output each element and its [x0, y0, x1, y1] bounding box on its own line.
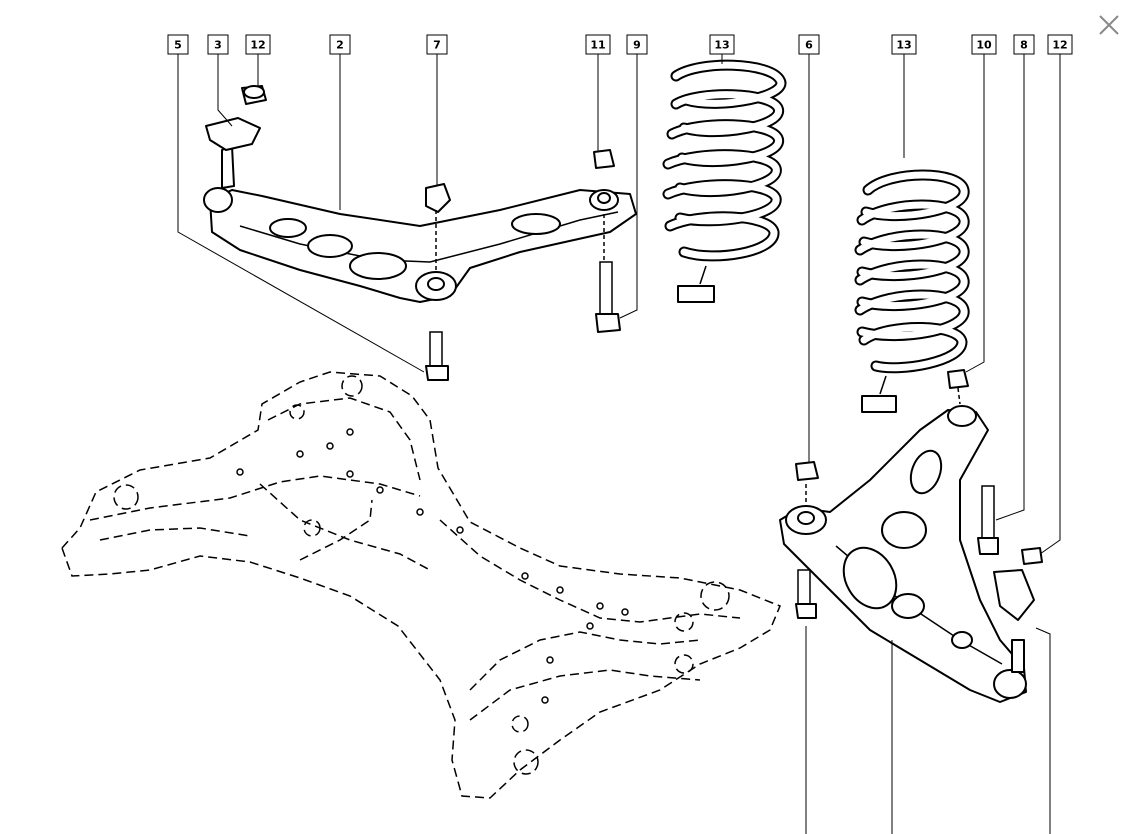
callout-5: 5 — [167, 34, 189, 55]
bolt-right-lower — [795, 569, 817, 619]
svg-text:6: 6 — [805, 39, 813, 52]
bolt-5 — [425, 331, 449, 381]
subframe-outline — [61, 371, 781, 799]
nut-11 — [593, 149, 615, 169]
svg-text:8: 8 — [1020, 39, 1028, 52]
bolt-8 — [977, 485, 999, 555]
callout-9: 9 — [626, 34, 648, 55]
callout-13-right: 13 — [891, 34, 917, 55]
callout-12-right: 12 — [1047, 34, 1073, 55]
wishbone-left — [203, 187, 637, 303]
callout-2: 2 — [329, 34, 351, 55]
svg-text:13: 13 — [714, 39, 729, 52]
coil-spring-left — [662, 59, 787, 303]
callout-7: 7 — [426, 34, 448, 55]
callout-6: 6 — [798, 34, 820, 55]
svg-text:9: 9 — [633, 39, 641, 52]
svg-text:3: 3 — [214, 39, 222, 52]
wishbone-right — [779, 405, 1027, 703]
svg-text:12: 12 — [250, 39, 265, 52]
ball-joint-left — [205, 85, 267, 189]
svg-text:12: 12 — [1052, 39, 1067, 52]
nut-7 — [425, 183, 451, 213]
callout-11: 11 — [585, 34, 611, 55]
bolt-9 — [595, 261, 621, 333]
svg-text:2: 2 — [336, 39, 344, 52]
close-button[interactable] — [1094, 10, 1124, 40]
nut-6 — [795, 461, 819, 481]
close-icon — [1099, 15, 1119, 35]
callout-10: 10 — [971, 34, 997, 55]
svg-text:5: 5 — [174, 39, 182, 52]
callout-8: 8 — [1013, 34, 1035, 55]
coil-spring-right — [854, 169, 970, 413]
callout-3: 3 — [207, 34, 229, 55]
nut-10 — [947, 369, 969, 389]
svg-text:11: 11 — [590, 39, 605, 52]
leader-lines — [177, 54, 1061, 834]
svg-text:7: 7 — [433, 39, 441, 52]
svg-text:13: 13 — [896, 39, 911, 52]
ball-joint-right — [993, 547, 1043, 673]
svg-text:10: 10 — [976, 39, 992, 52]
callout-12-left: 12 — [245, 34, 271, 55]
callout-13-left: 13 — [709, 34, 735, 55]
